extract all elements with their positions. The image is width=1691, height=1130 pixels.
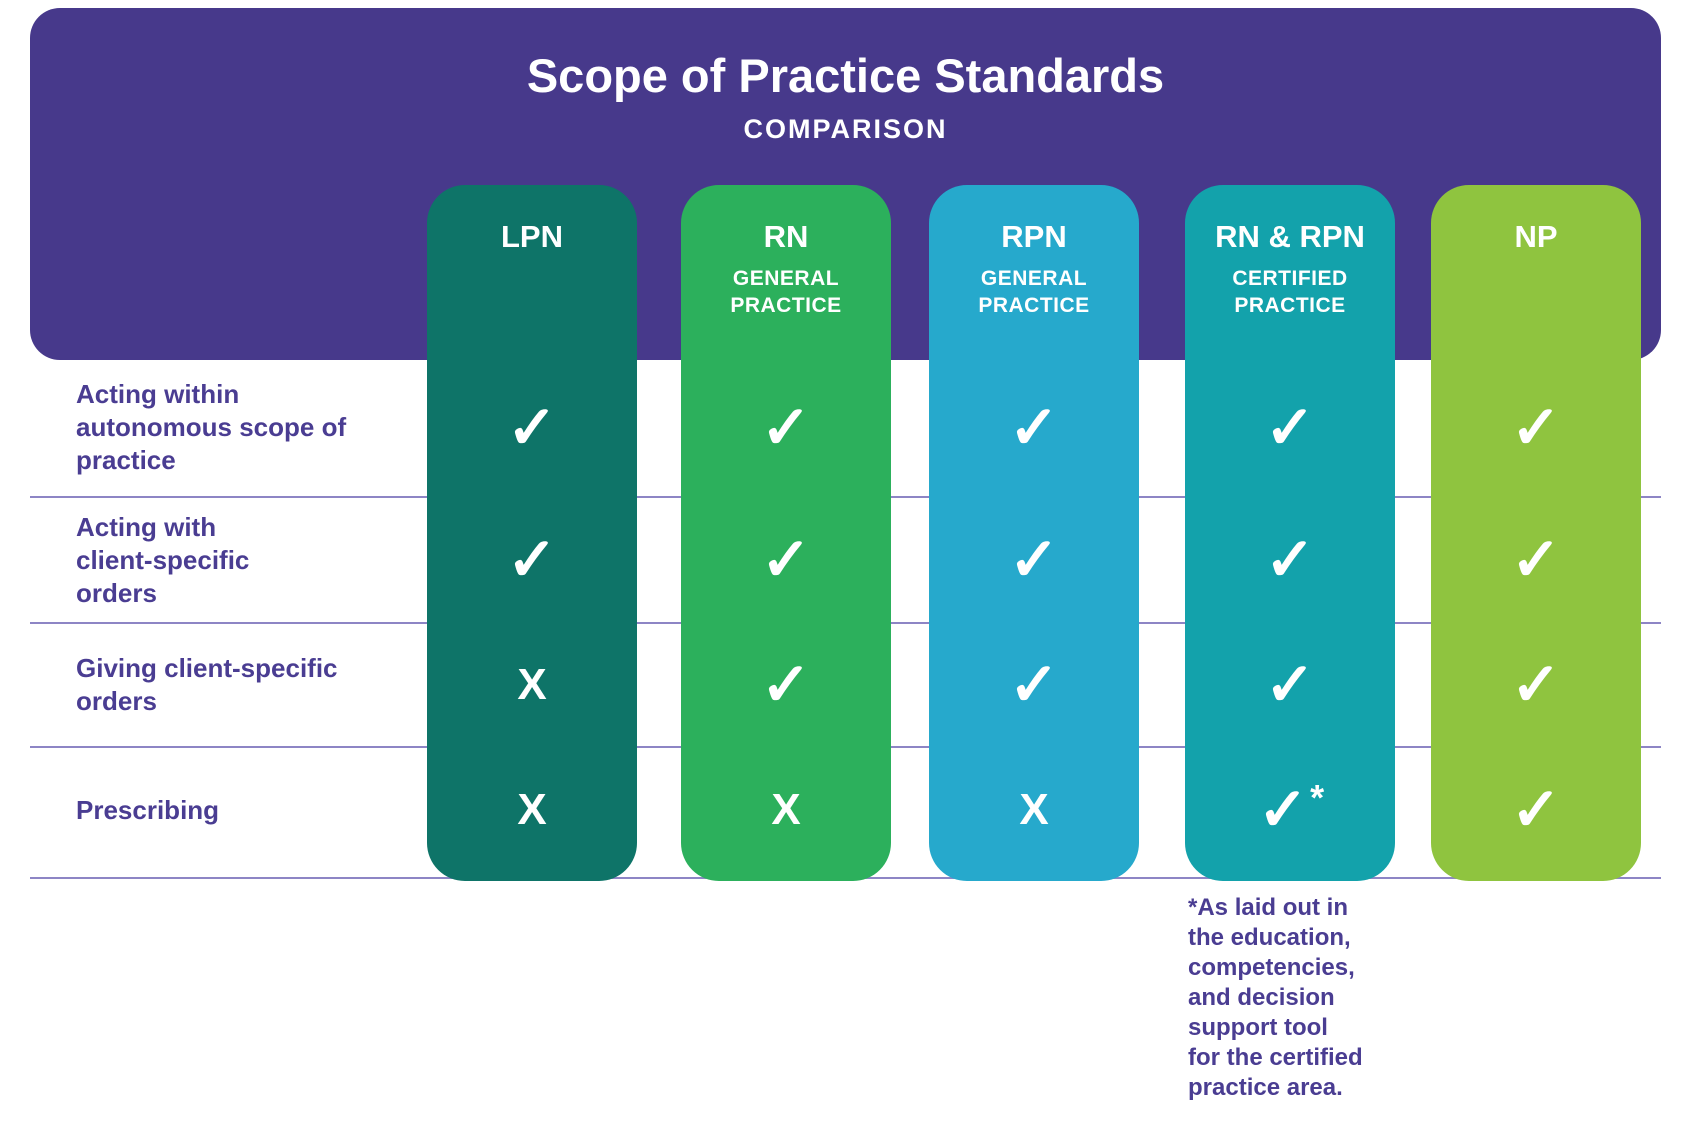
column-header: RN & RPN CERTIFIED PRACTICE: [1185, 219, 1395, 319]
table-cell: ✓: [681, 649, 891, 721]
check-icon: ✓: [1008, 651, 1060, 718]
table-cell: ✓*: [1185, 774, 1395, 846]
page-title: Scope of Practice Standards: [526, 49, 1165, 102]
row-label-autonomous-scope: Acting within autonomous scope of practi…: [76, 379, 347, 475]
check-icon: ✓: [760, 651, 812, 718]
check-icon: ✓: [760, 394, 812, 461]
column-subtitle: GENERAL PRACTICE: [978, 267, 1090, 317]
column-title: NP: [1514, 219, 1558, 254]
check-icon: ✓: [1008, 394, 1060, 461]
check-icon: ✓: [1257, 776, 1309, 843]
asterisk-marker: *: [1310, 777, 1325, 818]
row-label-giving-orders: Giving client-specific orders: [76, 653, 338, 716]
column-subtitle: GENERAL PRACTICE: [730, 267, 842, 317]
table-cell: ✓: [427, 392, 637, 464]
column-header: NP: [1431, 219, 1641, 265]
table-cell: ✓: [929, 392, 1139, 464]
x-icon: X: [517, 660, 547, 709]
table-cell: ✓: [1185, 392, 1395, 464]
table-cell: ✓: [1431, 649, 1641, 721]
column-header: LPN: [427, 219, 637, 265]
check-icon: ✓: [506, 526, 558, 593]
check-icon: ✓: [1008, 526, 1060, 593]
table-cell: ✓: [427, 524, 637, 596]
column-pill-rn-rpn-certified: RN & RPN CERTIFIED PRACTICE ✓ ✓ ✓ ✓*: [1185, 185, 1395, 881]
footnote: *As laid out in the education, competenc…: [1188, 894, 1363, 1101]
column-pill-rpn: RPN GENERAL PRACTICE ✓ ✓ ✓ X: [929, 185, 1139, 881]
table-cell: ✓: [929, 524, 1139, 596]
row-label-client-specific-orders: Acting with client-specific orders: [76, 512, 250, 608]
table-cell: X: [681, 774, 891, 846]
table-cell: ✓: [1431, 774, 1641, 846]
column-subtitle: CERTIFIED PRACTICE: [1232, 267, 1348, 317]
table-cell: ✓: [1185, 524, 1395, 596]
table-cell: ✓: [681, 524, 891, 596]
column-title: RN & RPN: [1215, 219, 1365, 254]
check-icon: ✓: [1510, 526, 1562, 593]
check-icon: ✓: [1264, 394, 1316, 461]
table-cell: ✓: [1431, 392, 1641, 464]
x-icon: X: [1019, 785, 1049, 834]
column-header: RN GENERAL PRACTICE: [681, 219, 891, 319]
column-title: LPN: [501, 219, 563, 254]
check-icon: ✓: [1510, 776, 1562, 843]
column-title: RPN: [1001, 219, 1067, 254]
x-icon: X: [517, 785, 547, 834]
table-cell: ✓: [1431, 524, 1641, 596]
table-cell: X: [427, 774, 637, 846]
check-icon: ✓: [760, 526, 812, 593]
table-cell: X: [427, 649, 637, 721]
column-title: RN: [763, 219, 809, 254]
check-icon: ✓: [1510, 394, 1562, 461]
check-icon: ✓: [506, 394, 558, 461]
table-cell: X: [929, 774, 1139, 846]
column-pill-lpn: LPN ✓ ✓ X X: [427, 185, 637, 881]
table-cell: ✓: [929, 649, 1139, 721]
column-pill-rn: RN GENERAL PRACTICE ✓ ✓ ✓ X: [681, 185, 891, 881]
x-icon: X: [771, 785, 801, 834]
column-pill-np: NP ✓ ✓ ✓ ✓: [1431, 185, 1641, 881]
check-icon: ✓: [1264, 526, 1316, 593]
table-cell: ✓: [681, 392, 891, 464]
page-subtitle: COMPARISON: [743, 114, 948, 144]
row-label-prescribing: Prescribing: [76, 795, 220, 825]
check-icon: ✓: [1264, 651, 1316, 718]
table-cell: ✓: [1185, 649, 1395, 721]
check-icon: ✓: [1510, 651, 1562, 718]
column-header: RPN GENERAL PRACTICE: [929, 219, 1139, 319]
